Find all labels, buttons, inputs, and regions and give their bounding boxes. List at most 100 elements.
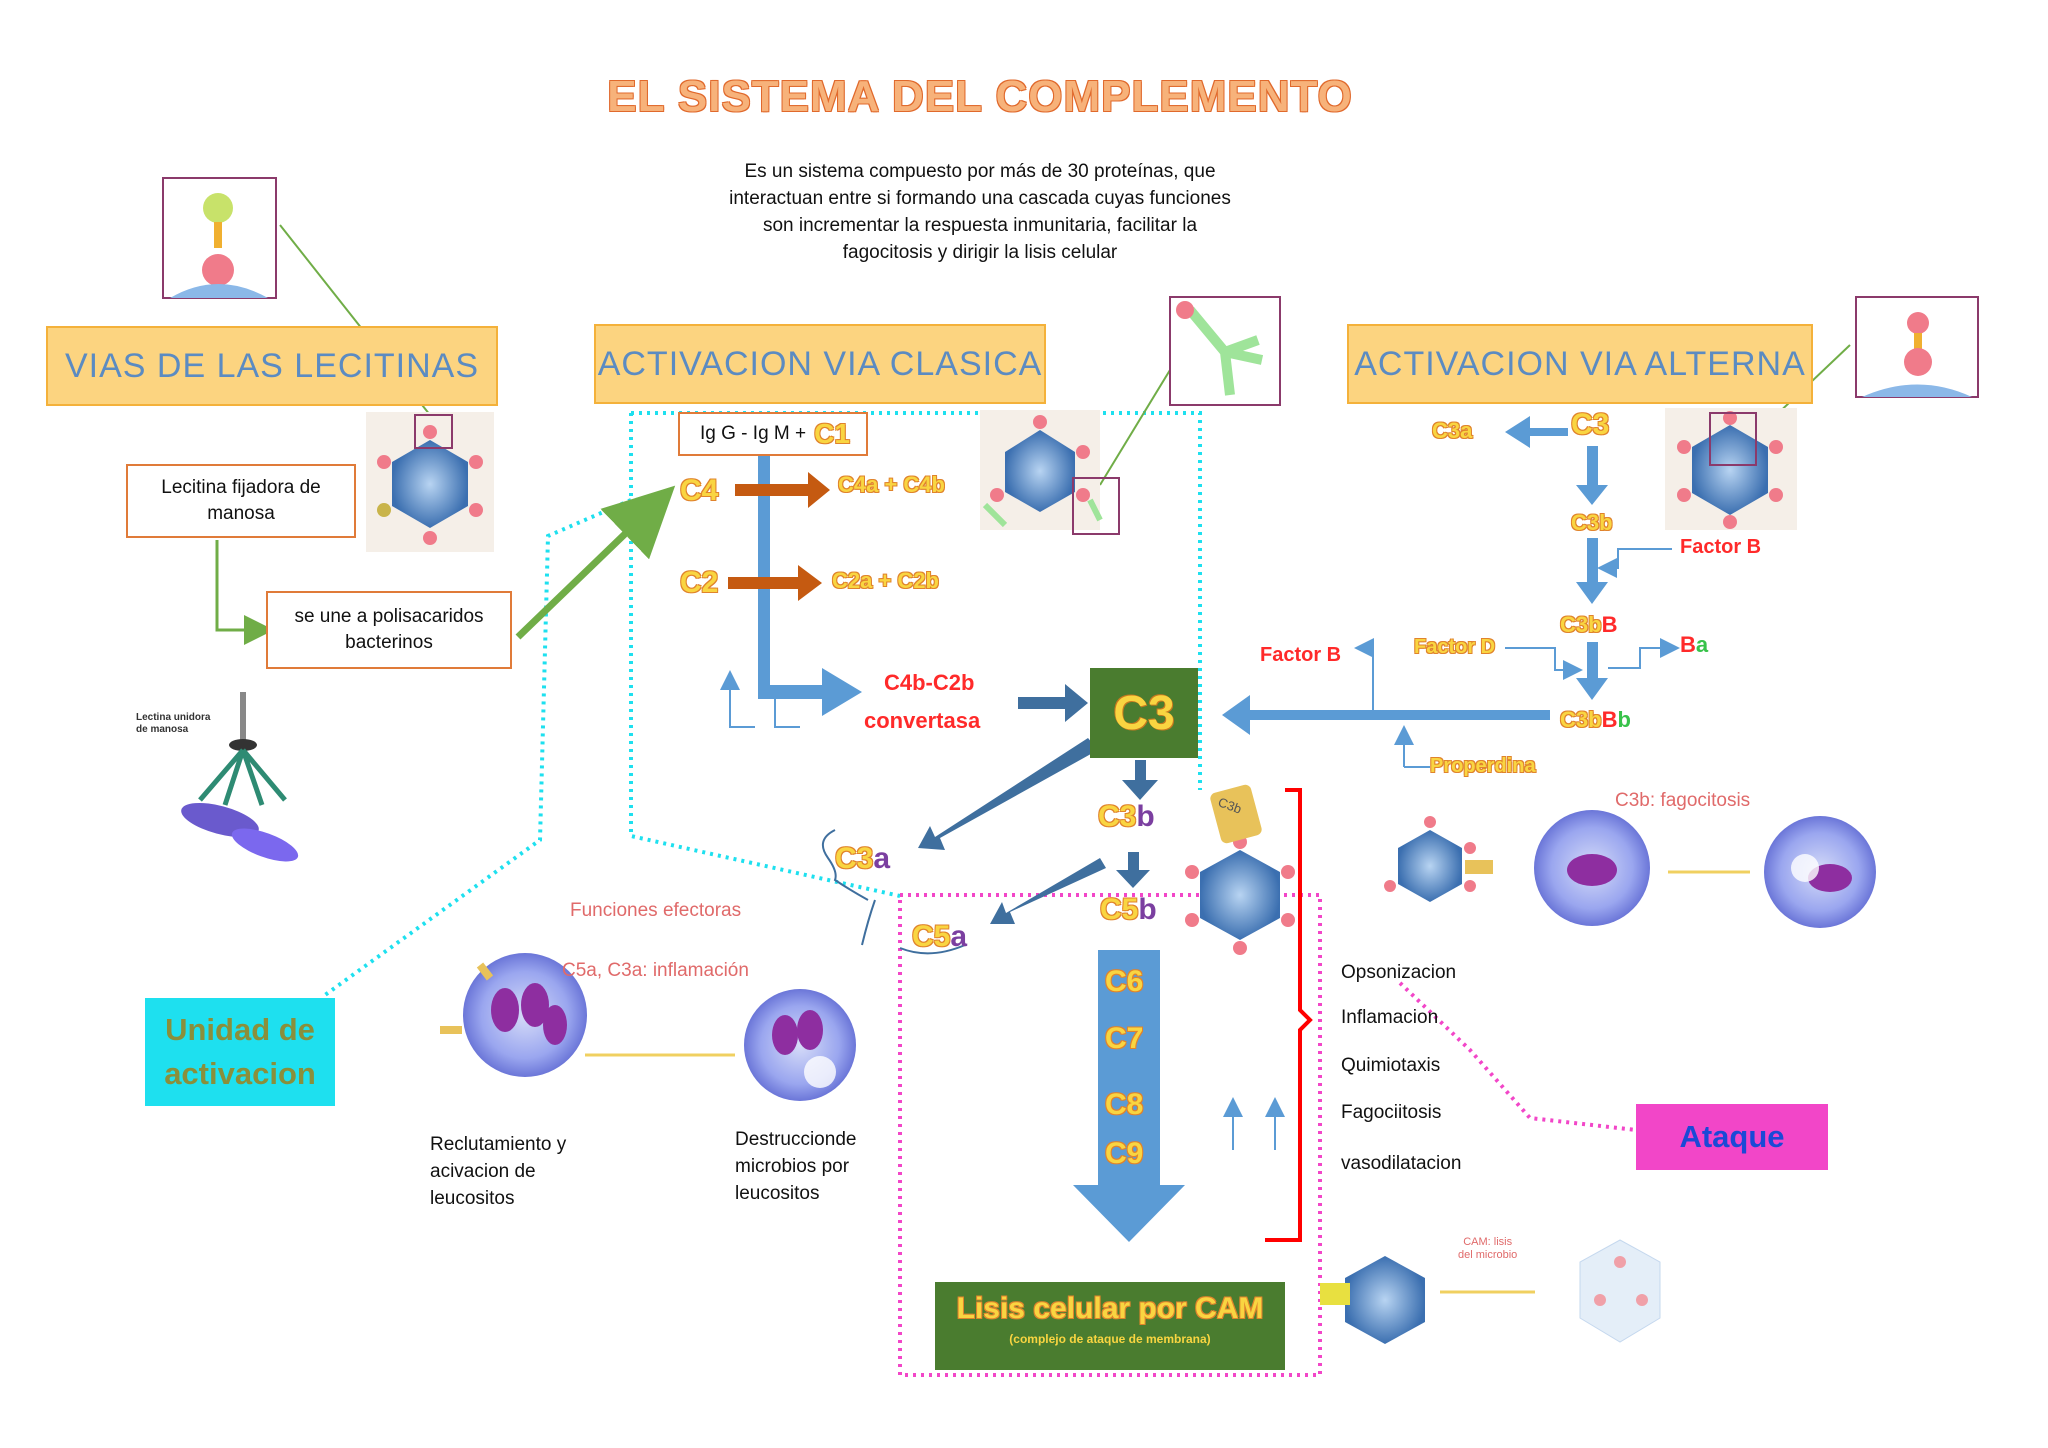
c2-label: C2 <box>680 566 719 599</box>
properdina-label: Properdina <box>1430 755 1536 777</box>
function-inflammation: Inflamacion <box>1341 1007 1439 1028</box>
c3bBb-b-part: b <box>1617 707 1631 732</box>
recruitment-caption: Reclutamiento y acivacion de leucositos <box>430 1131 566 1212</box>
caption-line: microbios por <box>735 1156 850 1177</box>
virus-image-classical <box>980 410 1120 535</box>
c3-to-c3a-arrow <box>918 738 1098 850</box>
cam-line: CAM: lisis <box>1463 1236 1513 1248</box>
effector-title: Funciones efectoras <box>570 900 742 921</box>
factor-b-2-label: Factor B <box>1260 644 1342 666</box>
label-line: de manosa <box>136 724 189 735</box>
unit-line: Unidad de <box>165 1012 315 1047</box>
alt-c3-label: C3 <box>1571 408 1610 441</box>
c3b-main: C3 <box>1098 800 1137 833</box>
factor-d-line <box>1505 647 1583 680</box>
convertase-to-c3-arrow <box>1018 684 1088 722</box>
lectin-molecule-thumb <box>162 177 277 299</box>
c6-label: C6 <box>1105 965 1144 998</box>
c5b-main: C5 <box>1100 893 1139 926</box>
c3bBb-B-part: B <box>1601 707 1618 732</box>
lectin-pathway-header: VIAS DE LAS LECITINAS <box>46 326 498 406</box>
ba-label: Ba <box>1680 632 1708 658</box>
c3bB-label: C3bB <box>1560 612 1617 638</box>
cam-lysis-image <box>1320 1239 1661 1344</box>
box-line: se une a polisacaridos <box>294 606 484 627</box>
virus-image-alternative <box>1665 408 1797 530</box>
phagocytosis-image <box>1384 810 1876 928</box>
c5a-label: C5a <box>912 920 967 954</box>
intro-text: Es un sistema compuesto por más de 30 pr… <box>680 158 1280 266</box>
caption-line: acivacion de <box>430 1161 536 1182</box>
c3a-label: C3a <box>835 842 890 876</box>
page-title: EL SISTEMA DEL COMPLEMENTO <box>607 72 1353 121</box>
convertase-label-1: C4b-C2b <box>884 670 975 695</box>
c3bB-b-part: B <box>1601 612 1618 637</box>
alternative-molecule-thumb <box>1855 296 1979 398</box>
c5b-label: C5b <box>1100 893 1157 927</box>
label-line: Lectina unidora <box>136 712 211 723</box>
mannose-lectin-box: Lecitina fijadora de manosa <box>126 464 356 538</box>
cam-line: del microbio <box>1458 1249 1518 1261</box>
c3-central-box: C3 <box>1090 668 1198 758</box>
function-phagocytosis: Fagociitosis <box>1341 1102 1442 1123</box>
factor-d-label: Factor D <box>1414 636 1496 658</box>
fagocitosis-label: C3b: fagocitosis <box>1615 790 1751 811</box>
c3bB-to-c3bBb-arrow <box>1576 642 1608 700</box>
leukocyte-recruitment-image <box>440 953 587 1077</box>
c3bBb-label: C3bBb <box>1560 707 1631 733</box>
attack-outline <box>898 893 1637 1377</box>
thin-line-b <box>774 692 800 728</box>
c5a-suffix: a <box>950 920 968 953</box>
c3b-suffix: b <box>1136 800 1155 833</box>
factor-b2-line <box>1354 638 1374 710</box>
c3bbb-to-c3-arrow <box>1222 695 1550 735</box>
lectin-to-classical-arrow <box>515 485 676 640</box>
classical-molecule-thumb <box>1169 296 1281 406</box>
c3b-virus-image <box>1185 784 1295 955</box>
cam-lysis-box: Lisis celular por CAM (complejo de ataqu… <box>935 1282 1285 1370</box>
c3b-to-c5b-arrow <box>1116 852 1150 888</box>
attack-label: Ataque <box>1636 1104 1828 1170</box>
c4-arrow <box>735 472 830 508</box>
c3bBb-part: C3b <box>1560 707 1602 732</box>
intro-line: Es un sistema compuesto por más de 30 pr… <box>744 161 1216 182</box>
c3b-label: C3b <box>1098 800 1155 834</box>
unit-line: activacion <box>164 1056 316 1091</box>
c5b-suffix: b <box>1138 893 1157 926</box>
classical-link-line <box>1099 369 1171 486</box>
intro-line: interactuan entre si formando una cascad… <box>729 188 1231 209</box>
convertase-label-2: convertasa <box>864 708 981 733</box>
activation-unit-outline <box>323 411 1202 997</box>
box-line: bacterinos <box>345 632 433 653</box>
lisis-subtitle: (complejo de ataque de membrana) <box>1009 1332 1211 1346</box>
alt-c3b-label: C3b <box>1571 510 1613 535</box>
destruction-caption: Destruccionde microbios por leucositos <box>735 1126 856 1207</box>
cam-label: CAM: lisis del microbio <box>1458 1236 1517 1262</box>
lectin-binding-image <box>130 692 310 880</box>
caption-line: Destruccionde <box>735 1129 857 1150</box>
box-line: Lecitina fijadora de <box>161 477 321 498</box>
c2-arrow <box>728 565 822 601</box>
caption-line: leucositos <box>735 1183 820 1204</box>
c1-label: C1 <box>814 418 850 449</box>
c3b-to-c3bB-arrow <box>1576 538 1608 604</box>
c7-label: C7 <box>1105 1022 1144 1055</box>
microbe-destruction-image <box>744 989 856 1101</box>
function-chemotaxis: Quimiotaxis <box>1341 1055 1441 1076</box>
effector-subtitle: C5a, C3a: inflamación <box>562 960 749 981</box>
caption-line: Reclutamiento y <box>430 1134 567 1155</box>
ba-line <box>1608 638 1680 669</box>
ig-label: Ig G - Ig M + <box>700 423 807 444</box>
ba-a-part: a <box>1695 632 1709 657</box>
lectin-down-arrow <box>215 540 274 645</box>
immunoglobulin-box: Ig G - Ig M + C1 <box>678 412 868 456</box>
alt-c3a-label: C3a <box>1432 418 1473 443</box>
c5a-brace <box>861 899 966 955</box>
c3-to-c3a-arrow <box>1505 416 1568 448</box>
cam-big-arrow <box>1073 950 1185 1242</box>
thin-arrow-a <box>720 670 755 728</box>
factor-b-label: Factor B <box>1680 536 1762 558</box>
alternative-pathway-header: ACTIVACION VIA ALTERNA <box>1347 324 1813 404</box>
c2-products-label: C2a + C2b <box>832 568 939 593</box>
